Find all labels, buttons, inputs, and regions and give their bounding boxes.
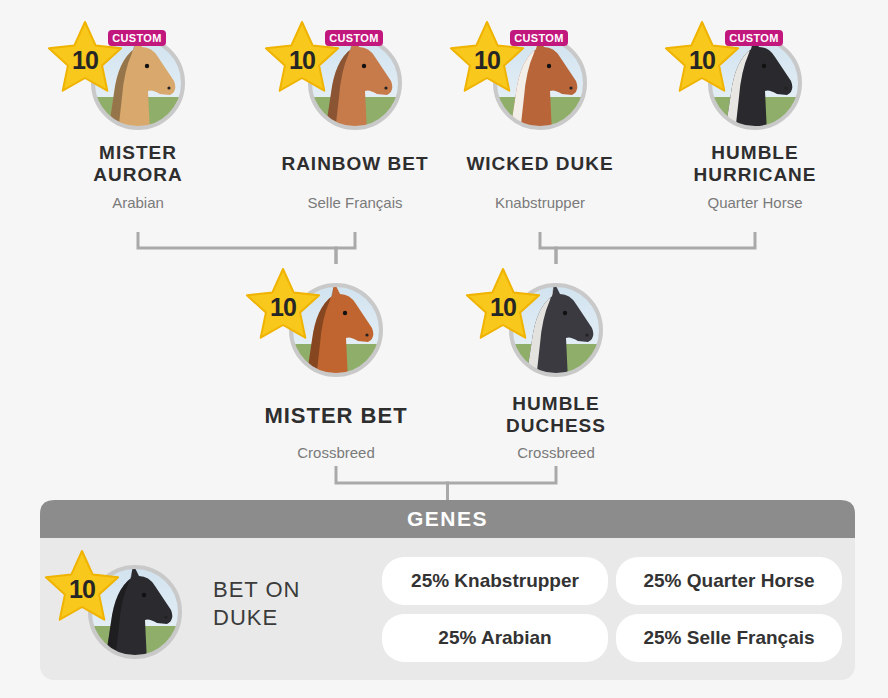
level-star [467,269,539,338]
level-number: 10 [282,46,322,74]
foal-card: 10 BET ON DUKE [50,555,330,670]
pedigree-bracket [336,466,448,500]
foal-name: BET ON DUKE [213,576,323,632]
gene-share: 25% Knabstrupper [382,557,608,605]
gene-share: 25% Selle Français [616,614,842,662]
panel-ground [40,500,855,680]
level-number: 10 [65,46,105,74]
gene-pill: 25% Selle Français [616,614,842,662]
custom-badge: CUSTOM [108,30,166,46]
gene-share: 25% Quarter Horse [616,557,842,605]
custom-badge: CUSTOM [725,30,783,46]
panel-header-band [40,500,855,538]
horse-card: 10CUSTOM RAINBOW BET Selle Français [265,22,445,232]
level-number: 10 [467,46,507,74]
level-star [46,551,118,620]
horse-name: HUMBLE HURRICANE [680,140,830,188]
custom-badge: CUSTOM [325,30,383,46]
pedigree-bracket [448,466,557,500]
horse-name: HUMBLE DUCHESS [481,390,631,440]
horse-card: 10HUMBLE DUCHESS Crossbreed [466,264,646,466]
horse-card: 10MISTER BET Crossbreed [246,264,426,466]
level-number: 10 [62,575,102,603]
gene-pill: 25% Quarter Horse [616,557,842,605]
pedigree-bracket [138,232,336,264]
level-number: 10 [263,293,303,321]
breed-label: Crossbreed [246,444,426,462]
level-number: 10 [483,293,523,321]
breed-label: Selle Français [265,194,445,212]
custom-badge: CUSTOM [510,30,568,46]
panel-title: GENES [40,500,855,538]
horse-card: 10CUSTOM MISTER AURORA Arabian [48,22,228,232]
level-star [247,269,319,338]
breed-label: Arabian [48,194,228,212]
horse-name: MISTER BET [247,390,425,440]
pedigree-bracket [556,232,755,264]
breed-label: Quarter Horse [665,194,845,212]
horse-name: RAINBOW BET [266,140,444,188]
genes-panel: GENES 10 BET ON DUKE 25% Knabstrupper25% Qu… [40,500,855,680]
level-number: 10 [682,46,722,74]
horse-name: WICKED DUKE [451,140,629,188]
pedigree-bracket [336,232,355,264]
gene-pill: 25% Arabian [382,614,608,662]
horse-card: 10CUSTOM WICKED DUKE Knabstrupper [450,22,630,232]
gene-share: 25% Arabian [382,614,608,662]
pedigree-bracket [540,232,556,264]
breed-label: Knabstrupper [450,194,630,212]
horse-name: MISTER AURORA [73,140,203,188]
gene-pill: 25% Knabstrupper [382,557,608,605]
horse-card: 10CUSTOM HUMBLE HURRICANE Quarter Horse [665,22,845,232]
breed-label: Crossbreed [466,444,646,462]
